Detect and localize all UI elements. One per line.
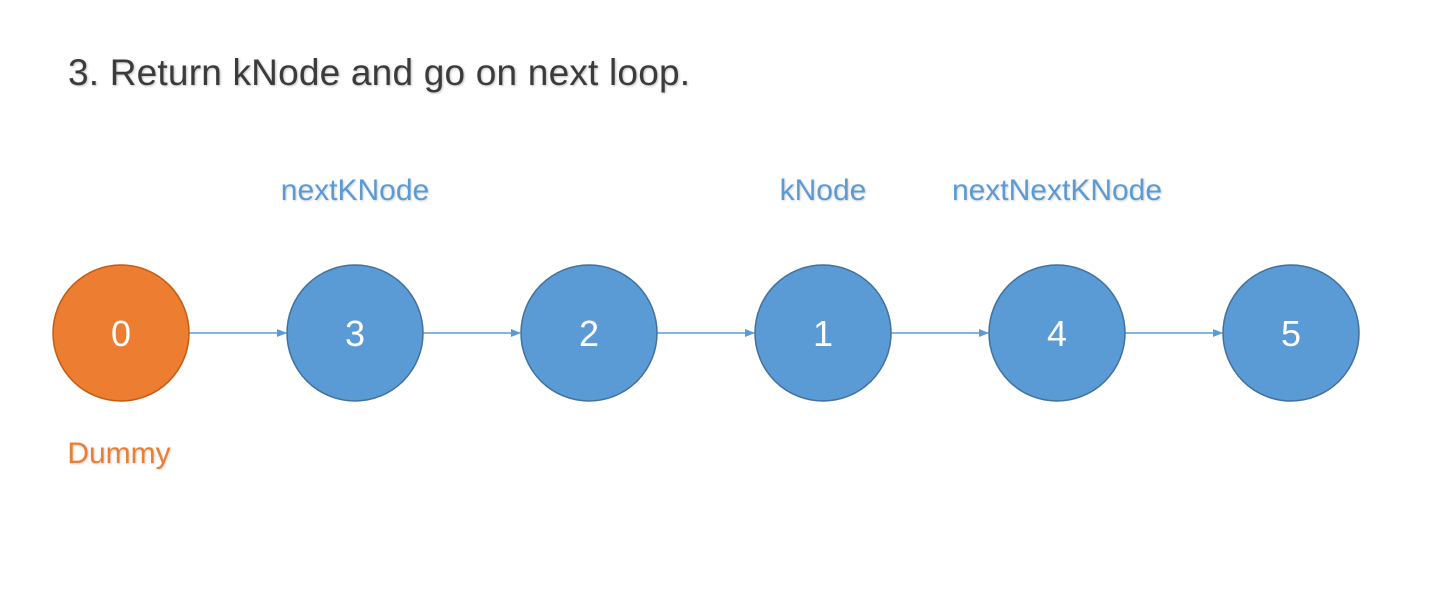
dummy-node-0: 0 — [52, 264, 190, 402]
list-node-5: 5 — [1222, 264, 1360, 402]
node-circle — [286, 264, 424, 402]
node-value: 3 — [345, 313, 365, 354]
node-value: 0 — [111, 313, 131, 354]
list-node-2: 2 — [520, 264, 658, 402]
nodes: 0 3 2 1 4 5 — [52, 264, 1360, 402]
pointer-label-nextNextKNode: nextNextKNode — [951, 174, 1163, 207]
node-circle — [988, 264, 1126, 402]
node-value: 5 — [1281, 313, 1301, 354]
node-circle — [52, 264, 190, 402]
node-circle — [520, 264, 658, 402]
node-value: 1 — [813, 313, 833, 354]
list-node-1: 1 — [754, 264, 892, 402]
pointer-label-kNode: kNode — [779, 174, 867, 207]
list-node-3: 3 — [286, 264, 424, 402]
node-circle — [754, 264, 892, 402]
pointer-label-nextKNode: nextKNode — [280, 174, 430, 207]
slide-title: 3. Return kNode and go on next loop. — [68, 52, 691, 93]
node-value: 4 — [1047, 313, 1067, 354]
node-circle — [1222, 264, 1360, 402]
dummy-label: Dummy — [67, 437, 171, 470]
list-node-4: 4 — [988, 264, 1126, 402]
node-value: 2 — [579, 313, 599, 354]
